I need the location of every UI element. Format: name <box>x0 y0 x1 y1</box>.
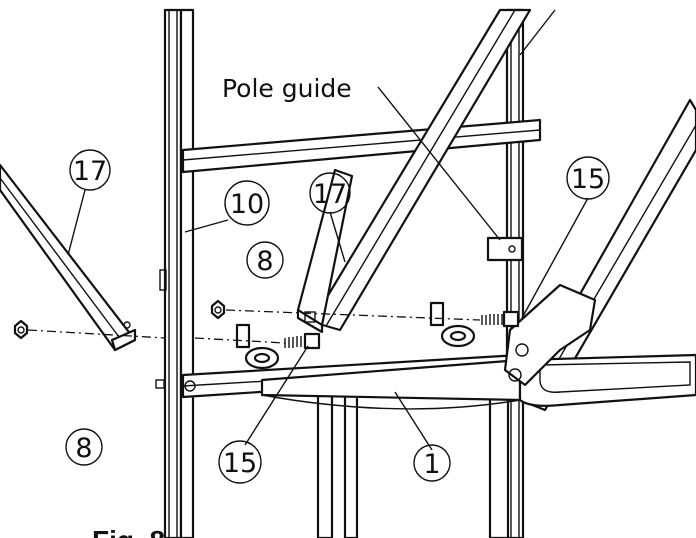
right-bracket <box>503 283 597 387</box>
left-vertical-post <box>163 8 195 538</box>
post-holes <box>155 269 167 389</box>
svg-text:15: 15 <box>223 448 257 479</box>
upper-right-edge <box>519 9 556 56</box>
center-brace-17 <box>296 168 354 334</box>
figure-caption: Fig. 8 <box>92 525 165 538</box>
callout-17-center: 17 <box>309 172 351 214</box>
nut-8-lower <box>13 319 29 340</box>
svg-text:17: 17 <box>313 179 347 210</box>
left-brace-17 <box>0 163 137 352</box>
pole-guide-label: Pole guide <box>222 74 352 103</box>
callout-17-left: 17 <box>69 149 111 191</box>
assembly-axis-lines <box>27 309 481 344</box>
bolt-15-right <box>481 310 520 328</box>
svg-text:8: 8 <box>256 246 273 277</box>
svg-text:10: 10 <box>230 189 264 220</box>
callout-8-lower: 8 <box>65 428 103 466</box>
lower-legs <box>316 393 510 538</box>
upper-diagonal-brace <box>310 8 532 332</box>
callout-15-right: 15 <box>566 156 610 200</box>
tray-platform <box>518 353 696 407</box>
right-vertical-post <box>505 8 525 538</box>
callout-15-lower: 15 <box>218 440 262 484</box>
svg-text:8: 8 <box>75 433 92 464</box>
mount-tabs <box>235 301 476 370</box>
top-crossbar <box>181 118 542 174</box>
callout-10: 10 <box>224 180 270 226</box>
callout-1: 1 <box>413 444 451 482</box>
nut-8-upper <box>210 299 226 320</box>
svg-text:17: 17 <box>73 156 107 187</box>
leader-lines <box>67 86 589 451</box>
svg-text:15: 15 <box>571 164 605 195</box>
svg-text:1: 1 <box>423 449 440 480</box>
bolt-15-lower <box>284 332 321 350</box>
pole-guide-plate <box>486 236 524 262</box>
callout-8-upper: 8 <box>246 241 284 279</box>
